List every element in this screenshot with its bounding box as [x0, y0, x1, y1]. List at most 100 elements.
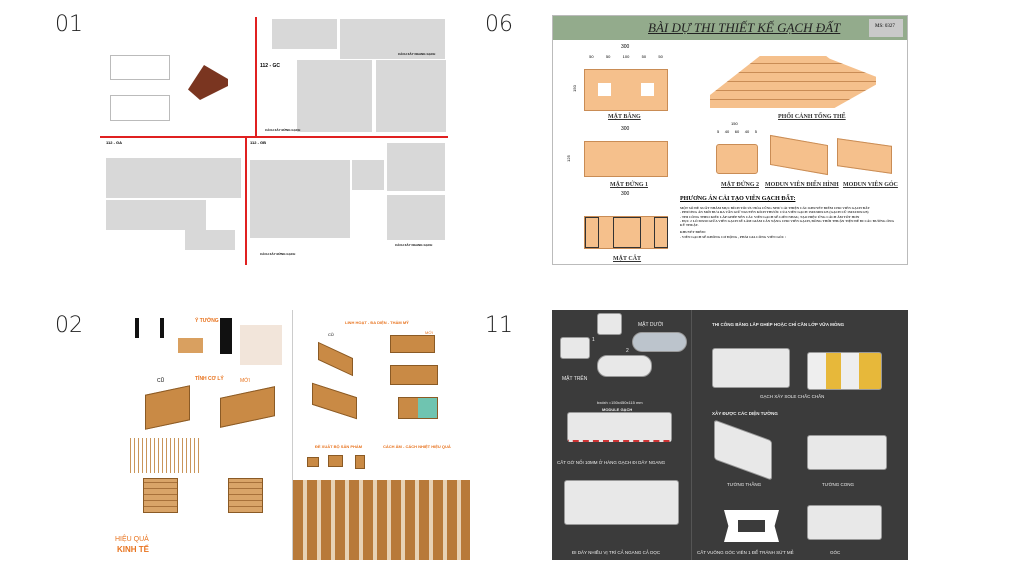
stagger-diagram	[807, 352, 882, 390]
image	[250, 160, 350, 238]
spec-text	[130, 438, 200, 473]
section-title: CÁCH ÂM - CÁCH NHIỆT HIỆU QUẢ	[383, 444, 451, 449]
image	[272, 19, 337, 49]
perspective-wall	[710, 56, 876, 108]
typical-module	[770, 134, 828, 176]
idea-sketch	[220, 318, 232, 354]
text-line: MỘT SỐ ĐỀ XUẤT NHẰM MỤC ĐÍCH TỐI ƯU HÓA …	[680, 206, 870, 210]
caption: CẮT VUÔNG GÓC VIÊN 1 ĐỂ TRÁNH SỨT MẺ	[697, 550, 794, 555]
image	[106, 158, 241, 198]
label-old: CŨ	[157, 378, 165, 384]
hole	[598, 83, 611, 96]
board-number-11: 11	[485, 313, 513, 338]
section-title: XÂY ĐƯỢC CÁC DIỆN TƯỜNG	[712, 411, 778, 416]
image	[297, 60, 372, 132]
old-wall	[318, 341, 353, 377]
assembly-diagram	[712, 348, 790, 388]
section-title: ĐỀ XUẤT BỘ SẢN PHẨM	[315, 444, 363, 449]
image	[376, 60, 446, 132]
wiring-diagram	[564, 480, 679, 525]
section-title: 112 - GC	[260, 63, 281, 69]
caption: TƯỜNG THẲNG	[727, 482, 762, 487]
elevation-2	[716, 144, 758, 174]
plan-drawing	[110, 55, 170, 80]
code-box: MS: 0327	[869, 19, 903, 37]
dim-label: 60	[734, 129, 740, 134]
cut-line	[654, 217, 668, 248]
dim-label: 5	[717, 129, 720, 134]
module-title: MODULE GẠCH	[602, 407, 633, 412]
image	[185, 230, 235, 250]
idea-sketch	[160, 318, 164, 338]
straight-wall	[714, 419, 772, 481]
dim-label: 40	[744, 129, 750, 134]
dim-label: 125	[565, 155, 571, 162]
caption: 1	[592, 337, 595, 343]
caption: GẠCH XÂY SOLE CHẮC CHẮN	[760, 394, 825, 399]
new-wall-insulated	[398, 397, 438, 419]
plan-view	[584, 69, 668, 111]
title-bar: BÀI DỰ THI THIẾT KẾ GẠCH ĐẤT MS: 0327	[553, 16, 907, 40]
cut-line	[585, 217, 599, 248]
idea-sketch	[178, 338, 203, 353]
elevation-1	[584, 141, 668, 177]
caption: 2	[626, 348, 629, 354]
pattern-sketch	[240, 325, 282, 365]
image	[340, 19, 445, 59]
caption: MẶT BẰNG	[608, 114, 641, 120]
dim-label: 150	[731, 121, 738, 126]
text-line: - VIÊN GẠCH SẼ KHÔNG CƠ ĐỘNG , PHẢI GIA …	[680, 234, 786, 239]
dim-label: 100	[622, 54, 630, 59]
section-title: Ý TƯỞNG	[195, 318, 219, 324]
dim-label: 300	[621, 44, 630, 50]
section-title: LINH HOẠT - ĐA DIỆN - THẨM MỸ	[345, 320, 409, 325]
text-line: KHUYẾT ĐIỂM:	[680, 230, 706, 235]
caption: CÁCH XÂY NGANG GẠCH	[395, 243, 433, 247]
image	[352, 160, 384, 190]
divider	[245, 137, 247, 265]
corner-wall	[807, 505, 882, 540]
caption: MẶT ĐỨNG 1	[610, 182, 648, 188]
board-title: BÀI DỰ THI THIẾT KẾ GẠCH ĐẤT	[648, 20, 841, 35]
module-top-part	[560, 337, 590, 359]
board-number-01: 01	[55, 12, 83, 37]
caption: MẶT CẮT	[613, 256, 642, 262]
econ-title-1: HIỆU QUẢ	[115, 536, 149, 543]
product	[328, 455, 343, 467]
module-bottom	[597, 313, 622, 335]
caption: MODUN VIÊN ĐIỂN HÌNH	[765, 182, 839, 188]
hole	[641, 83, 654, 96]
idea-sketch	[135, 318, 139, 338]
caption: ĐI DÂY NHIỀU VỊ TRÍ CẢ NGANG CẢ DỌC	[572, 550, 661, 555]
divider	[100, 136, 448, 138]
board-11: MẶT DƯỚI 1 2 MẶT TRÊN bxdxh =150x450x115…	[552, 310, 908, 560]
module-cut-diagram	[567, 412, 672, 442]
dim-label: 50	[658, 54, 663, 59]
caption: TƯỜNG CONG	[822, 482, 854, 487]
section-title: 112 - GA	[106, 140, 123, 145]
hole	[738, 520, 765, 532]
new-brick	[220, 386, 275, 428]
module-size: bxdxh =150x450x115 mm	[597, 400, 643, 405]
text-line: - ĐỤC 2 LỖ 50X50 GIỮA VIÊN GẠCH SẼ LÀM G…	[680, 218, 895, 228]
old-wall	[312, 382, 357, 420]
dim-label: 150	[571, 85, 577, 92]
caption: GÓC	[830, 550, 841, 555]
text-line: - THI CÔNG THEO KIỂU LẮP GHÉP NÊN CÁC VI…	[680, 214, 860, 219]
label-new: MỚI	[240, 378, 250, 384]
board-code: MS: 0327	[875, 24, 895, 29]
caption: MẶT ĐỨNG 2	[721, 182, 759, 188]
board-06: BÀI DỰ THI THIẾT KẾ GẠCH ĐẤT MS: 0327 30…	[552, 15, 908, 265]
section-view	[584, 216, 668, 249]
section-drawing	[110, 95, 170, 121]
caption: MẶT TRÊN	[562, 376, 588, 382]
section-title: 112 - GB	[250, 140, 267, 145]
section-title: TÍNH CƠ LÝ	[195, 376, 224, 382]
board-02: Ý TƯỞNG CŨ TÍNH CƠ LÝ MỚI HIỆU QUẢ KINH …	[100, 310, 470, 560]
divider	[292, 310, 293, 560]
board-01: 112 - GC CÁCH XÂY NGANG GẠCH CÁCH XÂY ĐỨ…	[100, 15, 470, 265]
econ-title-2: KINH TẾ	[117, 545, 149, 554]
image	[106, 200, 206, 230]
cut-corner-diagram	[724, 510, 779, 542]
